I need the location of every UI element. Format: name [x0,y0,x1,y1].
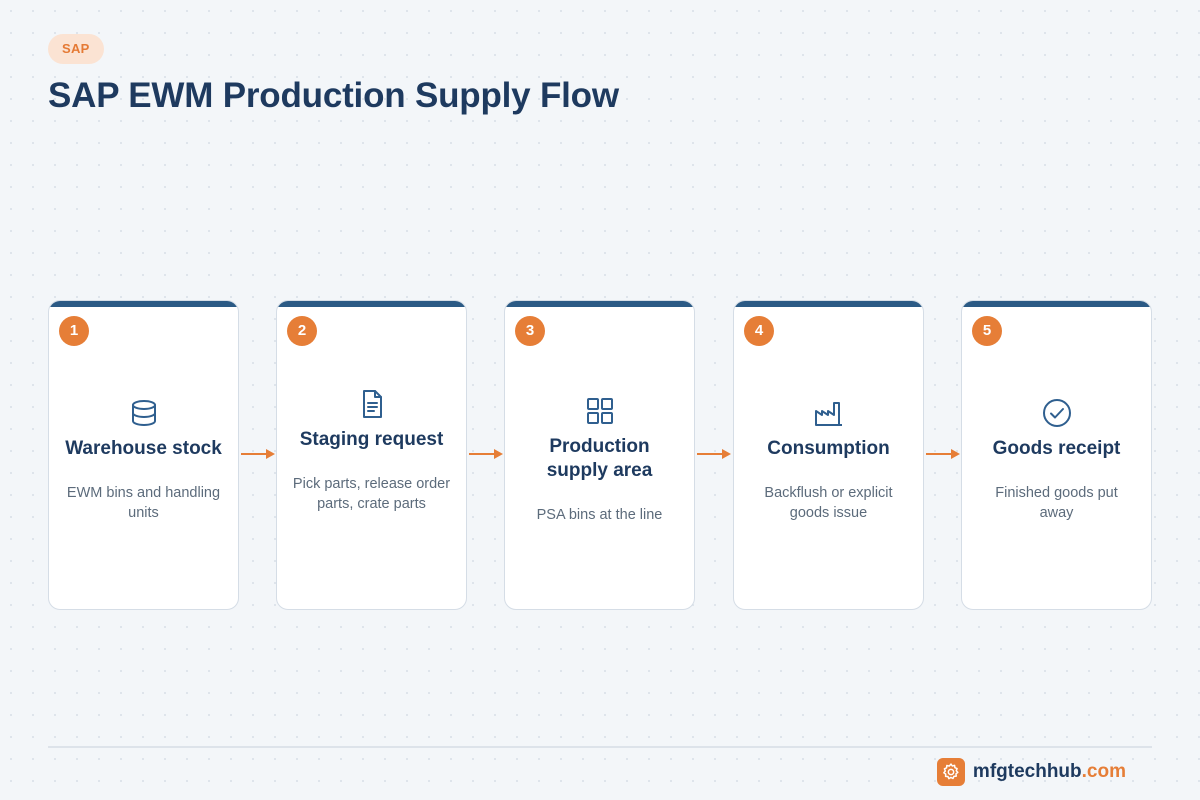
card-top-bar [962,301,1151,307]
flow-arrow [925,447,961,461]
footer-divider [48,746,1152,748]
step-title: Consumption [767,438,890,459]
flow-arrow [240,447,276,461]
step-card-goods-receipt: 5 Goods receipt Finished goods put away [961,300,1152,610]
step-number-badge: 3 [515,316,545,346]
category-tag: SAP [48,34,104,64]
step-description: Pick parts, release order parts, crate p… [292,476,451,512]
step-number-badge: 5 [972,316,1002,346]
database-icon [128,397,160,429]
flow-arrow [468,447,504,461]
grid-icon [584,395,616,427]
step-card-warehouse-stock: 1 Warehouse stock EWM bins and handling … [48,300,239,610]
step-title: Goods receipt [992,438,1121,459]
step-number-badge: 4 [744,316,774,346]
factory-icon [813,397,845,429]
step-card-consumption: 4 Consumption Backflush or explicit good… [733,300,924,610]
step-description: PSA bins at the line [536,507,663,523]
brand-domain-suffix: .com [1081,761,1126,782]
step-title: Warehouse stock [65,438,222,459]
flow-arrow [696,447,732,461]
step-title: Staging request [299,429,444,450]
brand-footer[interactable]: mfgtechhub.com [936,758,1126,786]
gear-icon [936,758,965,786]
check-circle-icon [1041,397,1073,429]
card-top-bar [277,301,466,307]
step-number-badge: 1 [59,316,89,346]
document-icon [356,388,388,420]
step-card-production-supply-area: 3 Production supply area PSA bins at the… [504,300,695,610]
brand-name: mfgtechhub [972,761,1082,782]
card-top-bar [49,301,238,307]
step-title: Production supply area [546,436,653,481]
step-description: EWM bins and handling units [66,485,221,521]
step-description: Backflush or explicit goods issue [764,485,893,521]
page-title: SAP EWM Production Supply Flow [48,76,619,115]
card-top-bar [734,301,923,307]
card-top-bar [505,301,694,307]
step-description: Finished goods put away [995,485,1118,521]
step-number-badge: 2 [287,316,317,346]
step-card-staging-request: 2 Staging request Pick parts, release or… [276,300,467,610]
